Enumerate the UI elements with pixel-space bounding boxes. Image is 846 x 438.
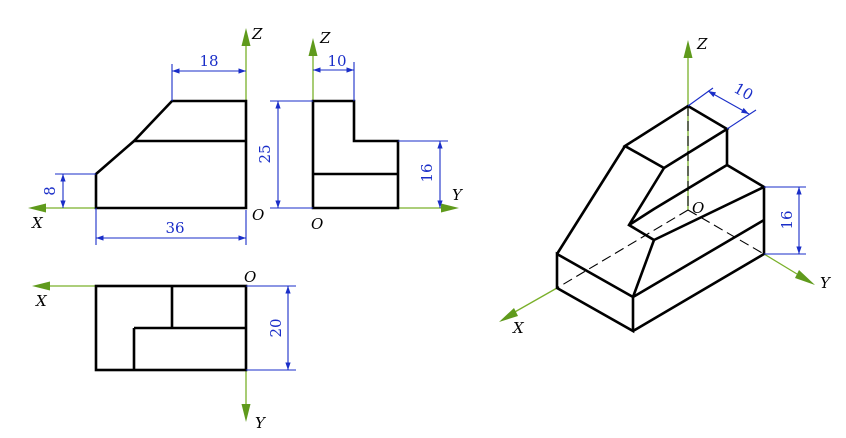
top-x-label: X [35,292,48,310]
top-y-label: Y [255,414,267,432]
front-x-arrow [28,203,46,213]
side-dim-25-label: 25 [256,144,274,163]
front-dim-8-label: 8 [41,186,59,196]
top-view: 20 O X Y [32,268,296,432]
top-dim-20-label: 20 [267,318,285,337]
side-origin-label: O [311,215,323,233]
front-view-outline [94,99,248,210]
isometric-view: 10 16 Z O X Y [499,35,832,337]
iso-dim-10-line [707,90,750,115]
top-origin-label: O [244,268,256,286]
side-view: 10 25 16 Z Y O [256,29,464,233]
side-dim-16-label: 16 [418,163,436,182]
iso-y-label: Y [820,274,832,292]
iso-x-axis [512,287,558,314]
front-origin-label: O [252,206,264,224]
front-x-label: X [31,214,44,232]
side-view-outline [311,99,400,210]
side-y-label: Y [452,186,464,204]
iso-dim-10-ext-right [726,109,757,130]
iso-x-arrow [499,308,518,322]
iso-z-label: Z [696,35,708,53]
iso-z-arrow [683,40,693,58]
side-dim-10-label: 10 [327,52,346,70]
iso-y-arrow [795,270,815,285]
front-dim-36-label: 36 [165,219,184,237]
front-view: 18 8 36 Z X O [28,25,264,245]
top-x-arrow [32,281,50,291]
iso-visible-edges [555,104,767,334]
iso-hidden-edges [556,106,765,289]
top-y-arrow [241,404,251,422]
side-y-arrow [441,203,459,213]
side-z-arrow [308,38,318,56]
iso-x-label: X [512,319,525,337]
iso-y-axis [763,253,798,275]
front-dim-18-label: 18 [199,52,218,70]
front-z-arrow [241,28,251,46]
front-z-label: Z [251,25,263,43]
iso-dim-10-ext-left [687,87,714,107]
iso-dim-16-label: 16 [778,210,796,229]
side-z-label: Z [319,29,331,47]
iso-origin-label: O [692,199,704,217]
iso-dim-10-label: 10 [731,79,757,104]
